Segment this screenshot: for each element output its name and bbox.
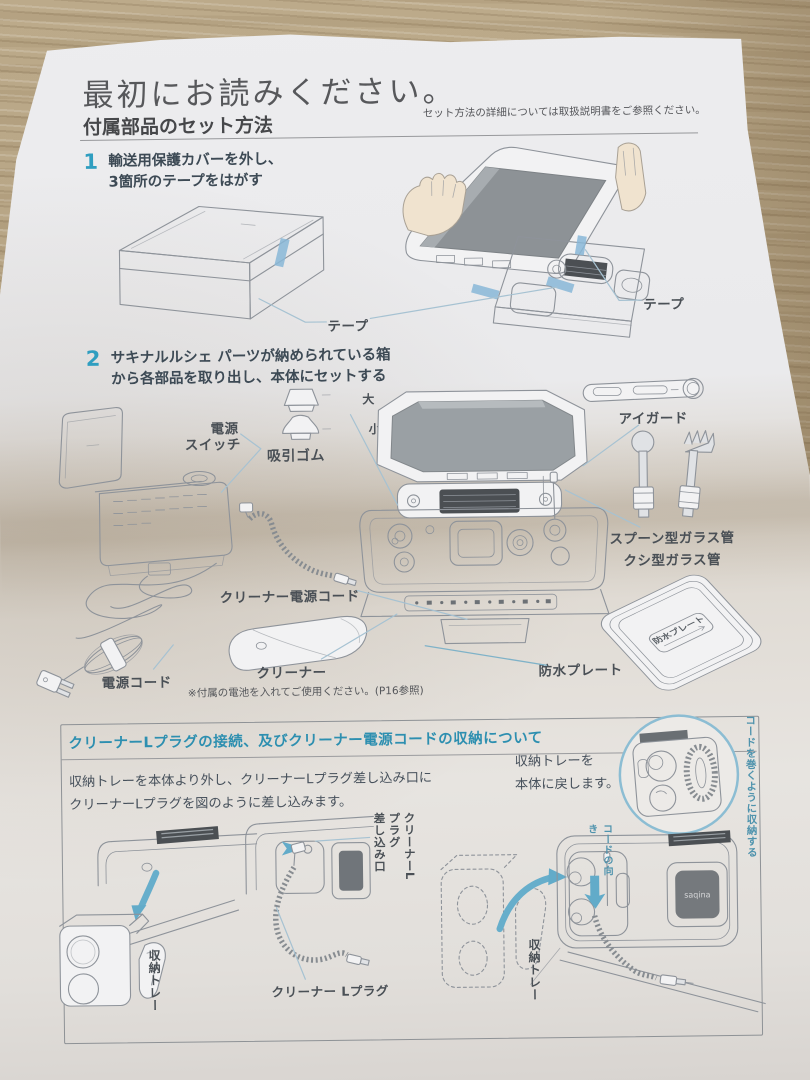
cleaner-power-cord-illustration <box>239 502 357 587</box>
glass-tubes-illustration <box>631 430 715 518</box>
left-hand <box>402 172 467 237</box>
magnifier-detail-illustration <box>618 714 740 835</box>
brand-text: saqina <box>684 890 711 899</box>
main-unit-open-illustration <box>359 389 610 645</box>
l-plug-insertion-illustration <box>245 815 374 966</box>
tray-removal-illustration <box>59 826 258 1007</box>
power-cord-illustration <box>36 562 217 698</box>
right-hand <box>615 142 647 212</box>
tray-return-illustration: saqina <box>440 830 766 1013</box>
waterproof-plate-illustration: 防水プレート <box>600 574 762 691</box>
eye-guard-illustration <box>582 377 704 402</box>
closed-box-illustration <box>118 205 325 320</box>
cleaner-illustration <box>228 615 368 671</box>
suction-rubbers-illustration <box>282 388 332 440</box>
open-box-hands-illustration <box>402 142 651 338</box>
machine-back-illustration <box>58 406 233 609</box>
